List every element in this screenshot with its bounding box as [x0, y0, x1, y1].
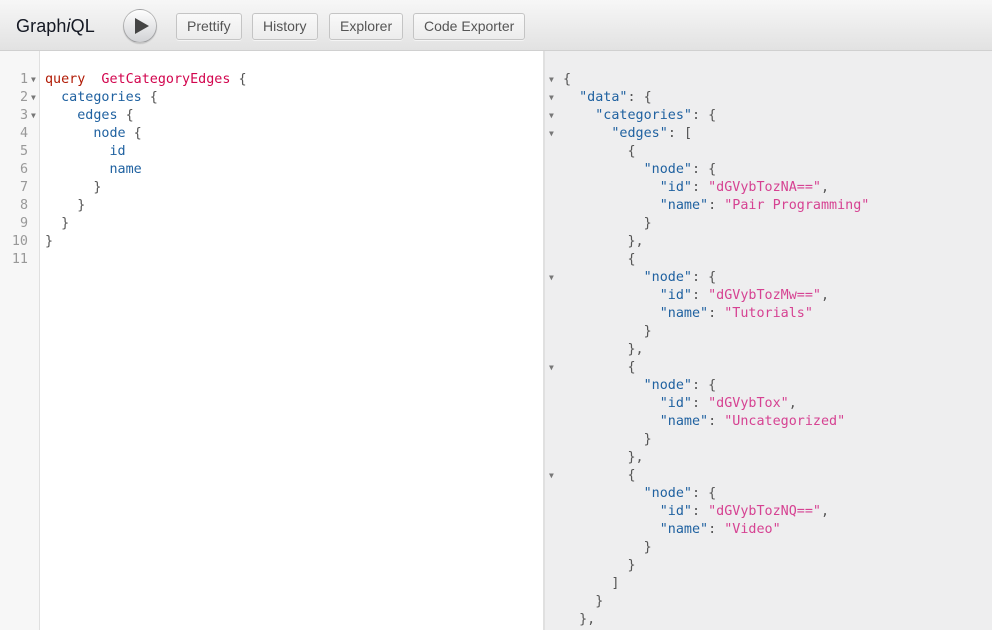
result-line: "id": "dGVybTozNQ==", — [659, 504, 830, 519]
result-line: "name": "Video" — [659, 522, 781, 537]
result-line: "name": "Uncategorized" — [659, 414, 846, 429]
result-line: "node": { — [643, 378, 717, 393]
result-line: { — [563, 144, 636, 159]
line-number-gutter — [0, 51, 40, 630]
result-line: "name": "Pair Programming" — [659, 198, 870, 213]
code-line: categories { — [45, 90, 158, 105]
result-line: { — [563, 468, 636, 483]
line-number: 8 — [19, 198, 28, 213]
result-line: } — [563, 540, 652, 555]
result-line: } — [563, 216, 652, 231]
line-number: 3 — [19, 108, 28, 123]
fold-arrow-icon[interactable]: ▼ — [549, 111, 554, 120]
result-line: } — [563, 324, 652, 339]
result-line: "node": { — [643, 270, 717, 285]
code-exporter-button[interactable]: Code Exporter — [413, 13, 526, 40]
code-line: } — [45, 180, 102, 195]
code-line: query GetCategoryEdges { — [45, 72, 247, 87]
code-line: node { — [45, 126, 142, 141]
result-line: "edges": [ — [611, 126, 692, 141]
fold-arrow-icon[interactable]: ▼ — [549, 471, 554, 480]
line-number: 5 — [19, 144, 28, 159]
result-viewer[interactable]: ▼ ▼ ▼ ▼ ▼ ▼ ▼ { "data": { "categories": { "edge… — [544, 51, 992, 630]
toolbar: GraphiQL Prettify History Explorer Code … — [0, 0, 992, 51]
execute-query-button[interactable] — [123, 9, 157, 43]
result-line: } — [563, 594, 604, 609]
result-line: { — [563, 252, 636, 267]
result-line: } — [563, 432, 652, 447]
line-number: 9 — [19, 216, 28, 231]
result-line: }, — [563, 234, 644, 249]
result-line: "id": "dGVybTox", — [659, 396, 797, 411]
line-number: 10 — [11, 234, 28, 249]
fold-arrow-icon[interactable]: ▼ — [549, 273, 554, 282]
result-line: "id": "dGVybTozNA==", — [659, 180, 830, 195]
prettify-button[interactable]: Prettify — [176, 13, 242, 40]
fold-arrow-icon[interactable]: ▼ — [31, 75, 36, 84]
fold-arrow-icon[interactable]: ▼ — [31, 93, 36, 102]
result-line: { — [563, 360, 636, 375]
result-line: ] — [563, 576, 620, 591]
line-number: 2 — [19, 90, 28, 105]
line-number: 11 — [11, 252, 28, 267]
fold-arrow-icon[interactable]: ▼ — [31, 111, 36, 120]
code-line: id — [45, 144, 126, 159]
result-line: "name": "Tutorials" — [659, 306, 813, 321]
code-line: edges { — [45, 108, 134, 123]
result-line: }, — [563, 612, 596, 627]
result-line: }, — [563, 342, 644, 357]
code-line: name — [45, 162, 142, 177]
result-line: } — [563, 558, 636, 573]
fold-arrow-icon[interactable]: ▼ — [549, 129, 554, 138]
code-line: } — [45, 234, 54, 249]
result-line: "id": "dGVybTozMw==", — [659, 288, 830, 303]
app-title: GraphiQL — [16, 16, 95, 36]
result-line: "data": { — [579, 90, 652, 105]
explorer-button[interactable]: Explorer — [329, 13, 404, 40]
result-line: { — [563, 72, 572, 87]
play-icon — [134, 18, 149, 34]
fold-arrow-icon[interactable]: ▼ — [549, 93, 554, 102]
history-button[interactable]: History — [252, 13, 318, 40]
line-number: 1 — [19, 72, 28, 87]
fold-arrow-icon[interactable]: ▼ — [549, 75, 554, 84]
line-number: 6 — [19, 162, 28, 177]
code-line: } — [45, 198, 86, 213]
result-line: "node": { — [643, 162, 717, 177]
line-number: 4 — [19, 126, 28, 141]
result-line: "categories": { — [595, 108, 717, 123]
line-number: 7 — [19, 180, 28, 195]
fold-arrow-icon[interactable]: ▼ — [549, 363, 554, 372]
code-line: } — [45, 216, 70, 231]
result-line: "node": { — [643, 486, 717, 501]
result-line: }, — [563, 450, 644, 465]
